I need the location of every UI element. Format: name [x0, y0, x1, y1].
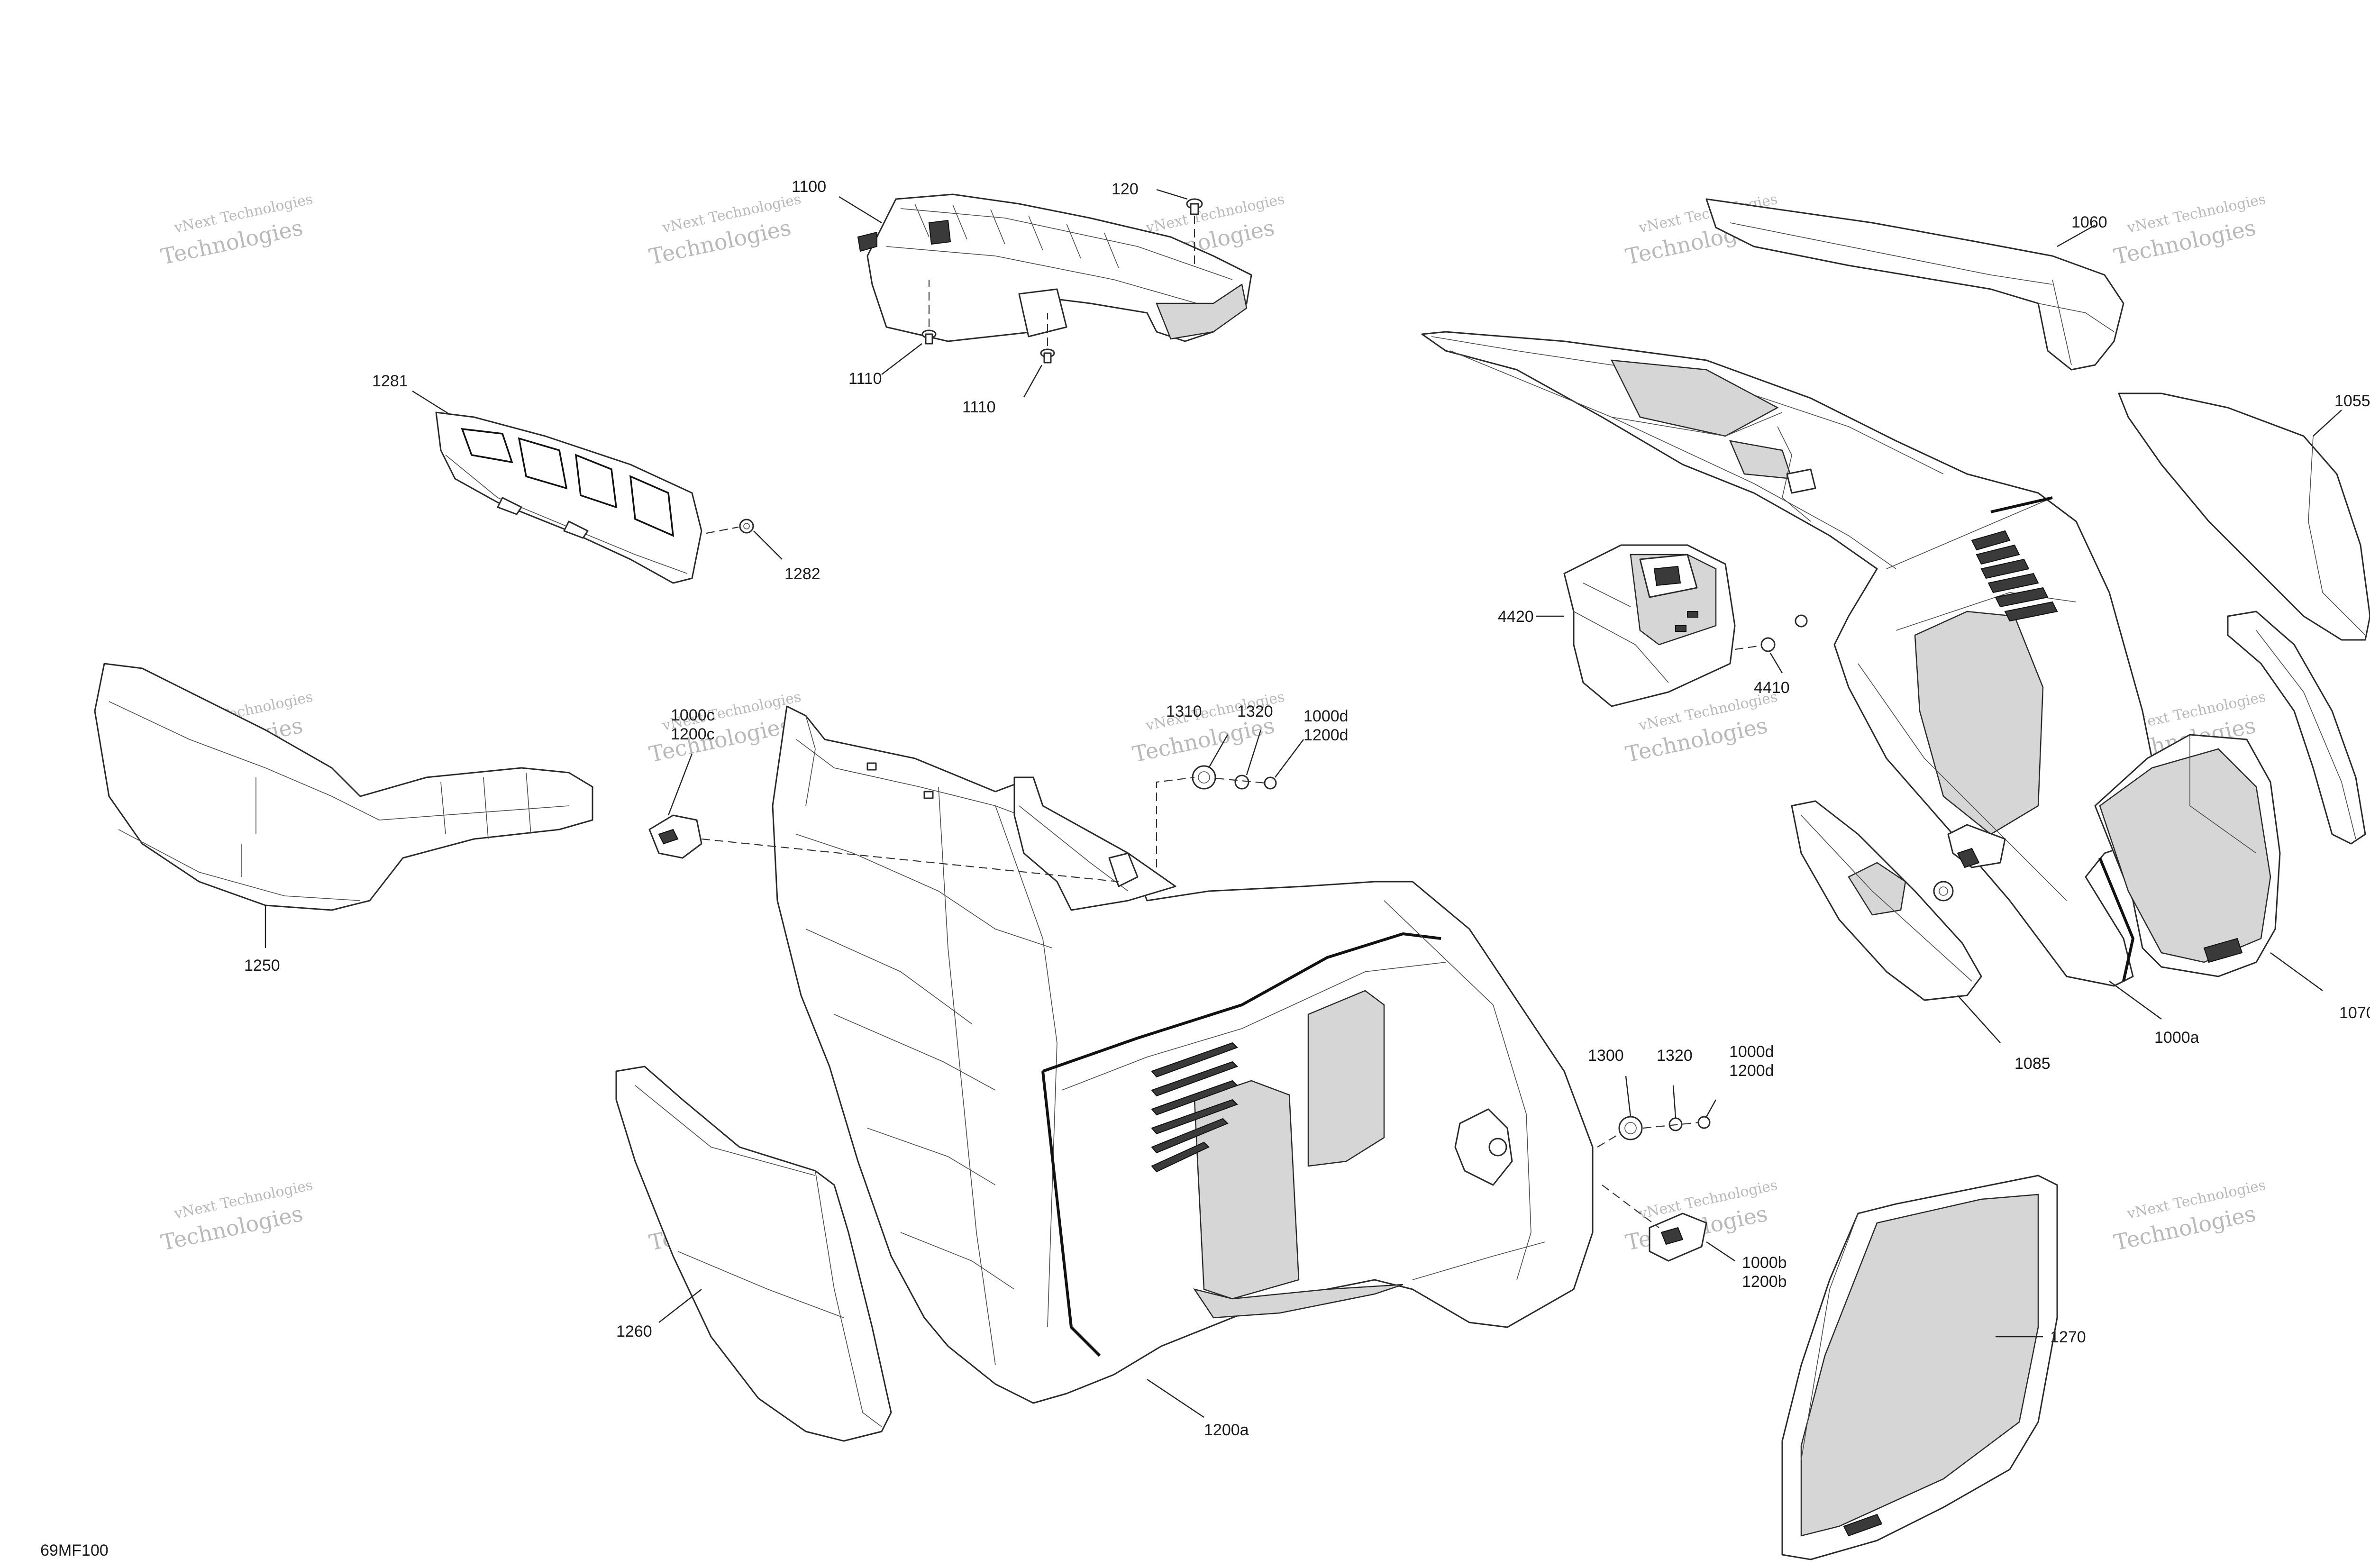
watermark: vNext Technologies Technologies: [2112, 191, 2268, 270]
part-fastener: [1933, 881, 1954, 902]
part-1000d-screw: [1264, 776, 1277, 790]
part-1000d-screw: [1697, 1116, 1711, 1129]
callout-labels: 1100 120 1110 1110 1060 1281 1282 1055 4…: [244, 178, 2370, 1439]
part-1055-side-panel: [2118, 392, 2370, 641]
part-4420-storage-tray: [1563, 544, 1736, 707]
part-1320-washer: [1234, 775, 1249, 790]
part-1100-upper-trim: [857, 193, 1252, 342]
callout-1282: 1282: [784, 565, 820, 583]
assembly-line: [1597, 1132, 1622, 1148]
part-1085-side-trim: [1791, 800, 1982, 1001]
part-1260-lower-panel: [615, 1066, 892, 1442]
part-handle: [2227, 611, 2366, 845]
part-1270-lower-panel: [1781, 1175, 2058, 1560]
watermark: vNext Technologies Technologies: [1623, 689, 1779, 767]
callout-1000b: 1000b: [1742, 1254, 1787, 1272]
callout-1070: 1070: [2339, 1004, 2370, 1022]
part-1000c-clip: [648, 814, 702, 859]
part-1310-grommet: [1192, 765, 1216, 790]
callout-1260: 1260: [616, 1322, 652, 1340]
callout-1110: 1110: [962, 398, 996, 416]
assembly-line: [1215, 777, 1266, 784]
callout-1270: 1270: [2050, 1328, 2086, 1346]
part-1281-vent-grille: [435, 411, 702, 584]
callout-1100: 1100: [792, 178, 826, 196]
part-4410-screw: [1760, 614, 1808, 652]
part-1250-front-trim: [94, 663, 593, 911]
callout-1200b: 1200b: [1742, 1273, 1787, 1291]
part-1000a-side-panel: [1421, 331, 2162, 987]
assembly-line: [1734, 645, 1762, 650]
assembly-line: [1156, 776, 1195, 867]
callout-1300: 1300: [1588, 1047, 1624, 1065]
callout-120: 120: [1112, 180, 1139, 198]
callout-1310: 1310: [1166, 702, 1202, 720]
callout-1055: 1055: [2334, 392, 2370, 410]
callout-4410: 4410: [1754, 679, 1790, 697]
callout-1200c: 1200c: [671, 725, 715, 743]
callout-4420: 4420: [1498, 608, 1534, 626]
part-1060-top-trim: [1705, 198, 2124, 371]
callout-1110: 1110: [848, 370, 882, 388]
part-1000b-clip: [1649, 1212, 1707, 1262]
callout-1000d: 1000d: [1304, 707, 1349, 725]
callout-1320: 1320: [1237, 702, 1273, 720]
assembly-line: [706, 526, 739, 534]
watermark: vNext Technologies Technologies: [1130, 689, 1286, 767]
callout-1281: 1281: [372, 372, 408, 390]
callout-1200d: 1200d: [1304, 726, 1349, 744]
callout-1320: 1320: [1657, 1047, 1693, 1065]
assembly-line: [1602, 1185, 1659, 1228]
watermark: vNext Technologies Technologies: [2112, 1177, 2268, 1256]
drawing-id: 69MF100: [40, 1541, 109, 1559]
watermark: vNext Technologies Technologies: [159, 191, 315, 270]
callout-1200a: 1200a: [1204, 1421, 1249, 1439]
part-1070-cover-panel: [2094, 734, 2281, 977]
callout-1000d: 1000d: [1729, 1043, 1774, 1061]
callout-1250: 1250: [244, 957, 280, 975]
leader-lines: [264, 189, 2342, 1418]
assembly-line: [1642, 1121, 1700, 1129]
callout-1085: 1085: [2014, 1055, 2051, 1073]
watermark: vNext Technologies Technologies: [647, 191, 803, 270]
part-1110-screw: [921, 329, 937, 345]
assembly-line: [701, 838, 1119, 883]
callout-1000c: 1000c: [671, 706, 715, 724]
part-1200a-main-panel: [772, 705, 1594, 1404]
callout-1200d: 1200d: [1729, 1062, 1774, 1080]
watermark: vNext Technologies Technologies: [159, 1177, 315, 1256]
part-120-clip: [1186, 198, 1203, 215]
part-1282-clip: [739, 519, 754, 534]
callout-1060: 1060: [2071, 213, 2107, 231]
part-1300-grommet: [1618, 1116, 1643, 1140]
part-1110-screw: [1040, 348, 1055, 364]
callout-1000a: 1000a: [2154, 1029, 2199, 1047]
